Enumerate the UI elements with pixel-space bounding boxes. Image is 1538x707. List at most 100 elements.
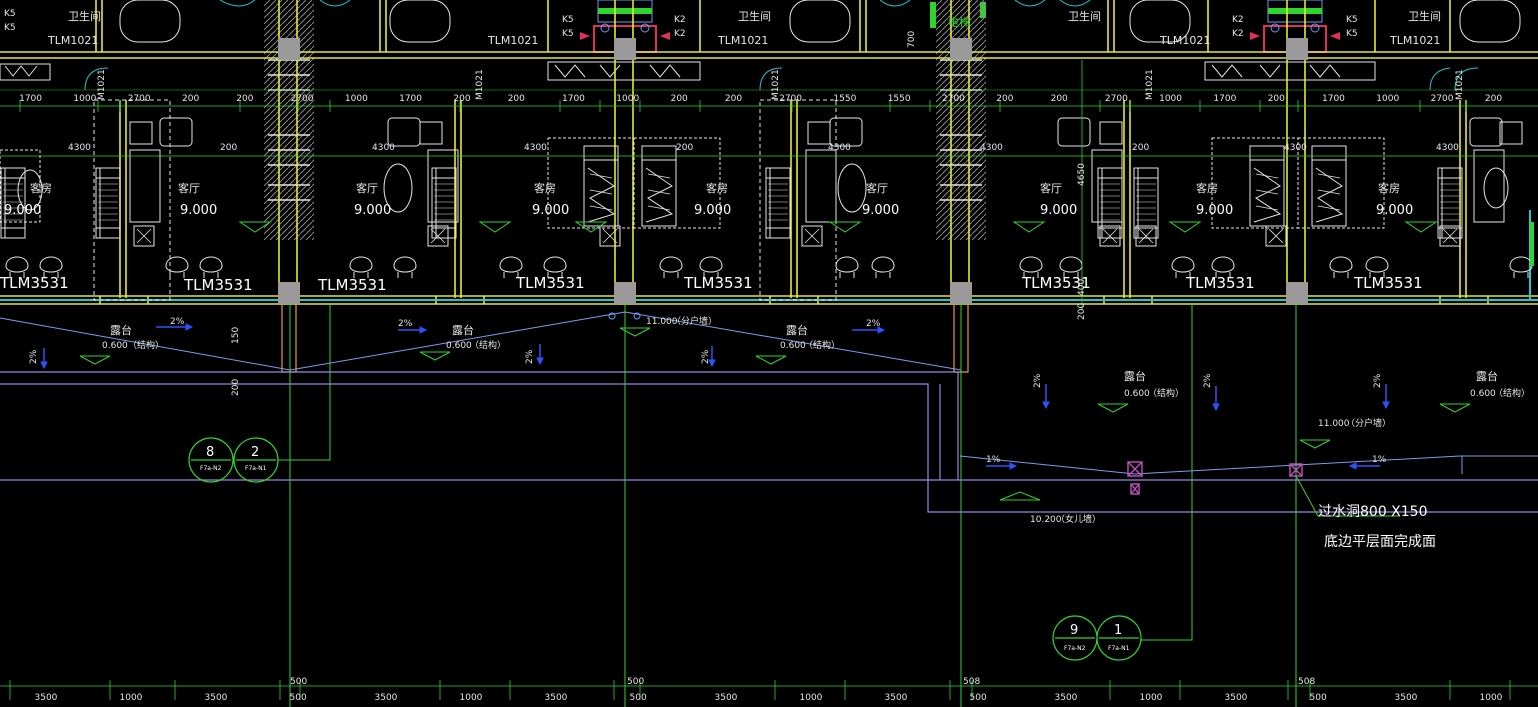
room-label-guest: 客房 [30, 181, 52, 195]
dimension-value: 200 [508, 94, 525, 104]
room-elevation: 9.000 [862, 203, 899, 218]
door-label: TLM1021 [487, 34, 538, 47]
room-label-living: 客厅 [1040, 181, 1062, 195]
dimension-value: 3500 [1395, 693, 1418, 703]
wall-top-level: 11.000 [1318, 419, 1350, 429]
dimension-value: 2700 [291, 94, 314, 104]
dimension-value: 1700 [562, 94, 585, 104]
room-elevation: 9.000 [1196, 203, 1233, 218]
dimension-value: 200 [676, 143, 693, 153]
axis-tag-number: 2 [251, 445, 259, 460]
dimension-value: 4300 [980, 143, 1003, 153]
room-label-bathroom: 卫生间 [738, 9, 771, 23]
axis-dim: 500 [627, 677, 644, 687]
dimension-value: 1000 [616, 94, 639, 104]
equip-k2: K2 [1232, 29, 1244, 39]
terrace-door-label: TLM3531 [183, 276, 253, 294]
entry-door-label: M1021 [475, 69, 485, 100]
dimension-value: 200 [1268, 94, 1285, 104]
dimension-value: 1000 [1376, 94, 1399, 104]
room-label-guest: 客房 [706, 181, 728, 195]
dimension-value: 4300 [828, 143, 851, 153]
dimension-value: 1700 [399, 94, 422, 104]
dimension-value: 2700 [128, 94, 151, 104]
dimension-value: 1000 [120, 693, 143, 703]
dimension-value: 3500 [545, 693, 568, 703]
terrace-door-label: TLM3531 [515, 274, 585, 292]
dimension-value: 3500 [885, 693, 908, 703]
dimension-value: 200 [1051, 94, 1068, 104]
axis-tag-number: 9 [1070, 623, 1078, 638]
dimension-value: 4300 [1284, 143, 1307, 153]
terrace-label: 露台 [1124, 369, 1146, 383]
drain-note: 过水洞800 X150 [1318, 504, 1427, 520]
entry-door-label: M1021 [1455, 69, 1465, 100]
terrace-door-label: TLM3531 [317, 276, 387, 294]
slope-label: 2% [170, 317, 185, 327]
dimension-value: 200 [220, 143, 237, 153]
equip-k2: K2 [674, 15, 686, 25]
room-label-living: 客厅 [356, 181, 378, 195]
equip-k5: K5 [4, 23, 16, 33]
room-elevation: 9.000 [180, 203, 217, 218]
room-label-bathroom: 卫生间 [1068, 9, 1101, 23]
dimension-value: 1550 [888, 94, 911, 104]
terrace-elevation: 0.600 [1124, 389, 1150, 399]
terrace-door-label: TLM3531 [1185, 274, 1255, 292]
entry-door-label: M1021 [771, 69, 781, 100]
dimension-value: 200 [725, 94, 742, 104]
door-label: TLM1021 [47, 34, 98, 47]
axis-dim: 508 [963, 677, 980, 687]
equip-k2: K2 [674, 29, 686, 39]
room-label-guest: 客房 [534, 181, 556, 195]
equip-k5: K5 [562, 15, 574, 25]
terrace-door-label: TLM3531 [0, 274, 69, 292]
slope-label: 1% [986, 455, 1001, 465]
dimension-value: 1000 [73, 94, 96, 104]
terrace-structure-note: （结构） [470, 339, 506, 351]
room-label-living: 客厅 [866, 181, 888, 195]
terrace-label: 露台 [786, 323, 808, 337]
room-label-bathroom: 卫生间 [68, 9, 101, 23]
equip-k5: K5 [1346, 15, 1358, 25]
dimension-value: 2700 [942, 94, 965, 104]
axis-tag-sub: F7a-N1 [1108, 645, 1130, 652]
wall-top-note: （分户墙） [1346, 417, 1391, 429]
terrace-elevation: 0.600 [102, 341, 128, 351]
room-label-guest: 客房 [1196, 181, 1218, 195]
parapet-level: 10.200 [1030, 515, 1062, 525]
slope-label: 2% [1203, 373, 1213, 388]
terrace-label: 露台 [1476, 369, 1498, 383]
slope-label: 2% [29, 349, 39, 364]
dimension-value: 1700 [1322, 94, 1345, 104]
dimension-value: 1000 [800, 693, 823, 703]
terrace-door-label: TLM3531 [1353, 274, 1423, 292]
dim-side: 700 [907, 31, 917, 48]
dimension-value: 1000 [1480, 693, 1503, 703]
equip-k5: K5 [4, 9, 16, 19]
axis-tag-sub: F7a-N1 [245, 465, 267, 472]
dimension-value: 4300 [68, 143, 91, 153]
axis-tag-number: 1 [1114, 623, 1122, 638]
dimension-value: 200 [453, 94, 470, 104]
axis-dim: 500 [290, 677, 307, 687]
terrace-structure-note: （结构） [804, 339, 840, 351]
equip-k2: K2 [1232, 15, 1244, 25]
dimension-value: 1700 [19, 94, 42, 104]
dimension-value: 4300 [1436, 143, 1459, 153]
terrace-door-label: TLM3531 [1021, 274, 1091, 292]
dimension-value: 2700 [779, 94, 802, 104]
room-label-guest: 客房 [1378, 181, 1400, 195]
dimension-value: 200 [671, 94, 688, 104]
dim-side: 400 [1077, 279, 1087, 296]
dimension-row-top: 1700 1000 2700 200 200 2700 1000 1700 200 200 1700… [19, 94, 1502, 104]
dimension-value: 2700 [1431, 94, 1454, 104]
dimension-value: 500 [970, 693, 987, 703]
dimension-value: 1000 [1140, 693, 1163, 703]
room-elevation: 9.000 [1376, 203, 1413, 218]
dim-side: 200 [231, 379, 241, 396]
lift-label: 电梯 [948, 16, 970, 29]
